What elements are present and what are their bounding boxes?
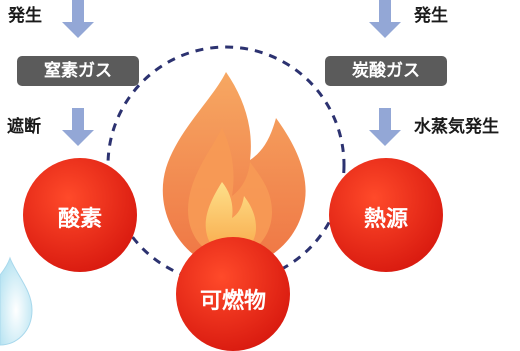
right-top-arrow-icon [369,0,401,38]
left-gas-box: 窒素ガス [17,56,139,86]
heat-circle [329,158,443,272]
water-drop-icon [0,256,33,346]
heat-label: 熱源 [363,207,408,232]
right-top-label: 発生 [414,6,448,26]
left-mid-arrow-icon [62,108,94,146]
oxygen-label: 酸素 [57,207,102,232]
oxygen-circle [23,158,137,272]
fuel-circle [176,237,290,351]
right-mid-arrow-icon [369,108,401,146]
left-mid-label: 遮断 [7,117,41,137]
right-mid-label: 水蒸気発生 [414,117,499,137]
left-top-arrow-icon [62,0,94,38]
fuel-label: 可燃物 [199,289,266,314]
left-top-label: 発生 [8,6,42,26]
right-gas-box: 炭酸ガス [325,56,447,86]
flame-icon [162,72,306,268]
